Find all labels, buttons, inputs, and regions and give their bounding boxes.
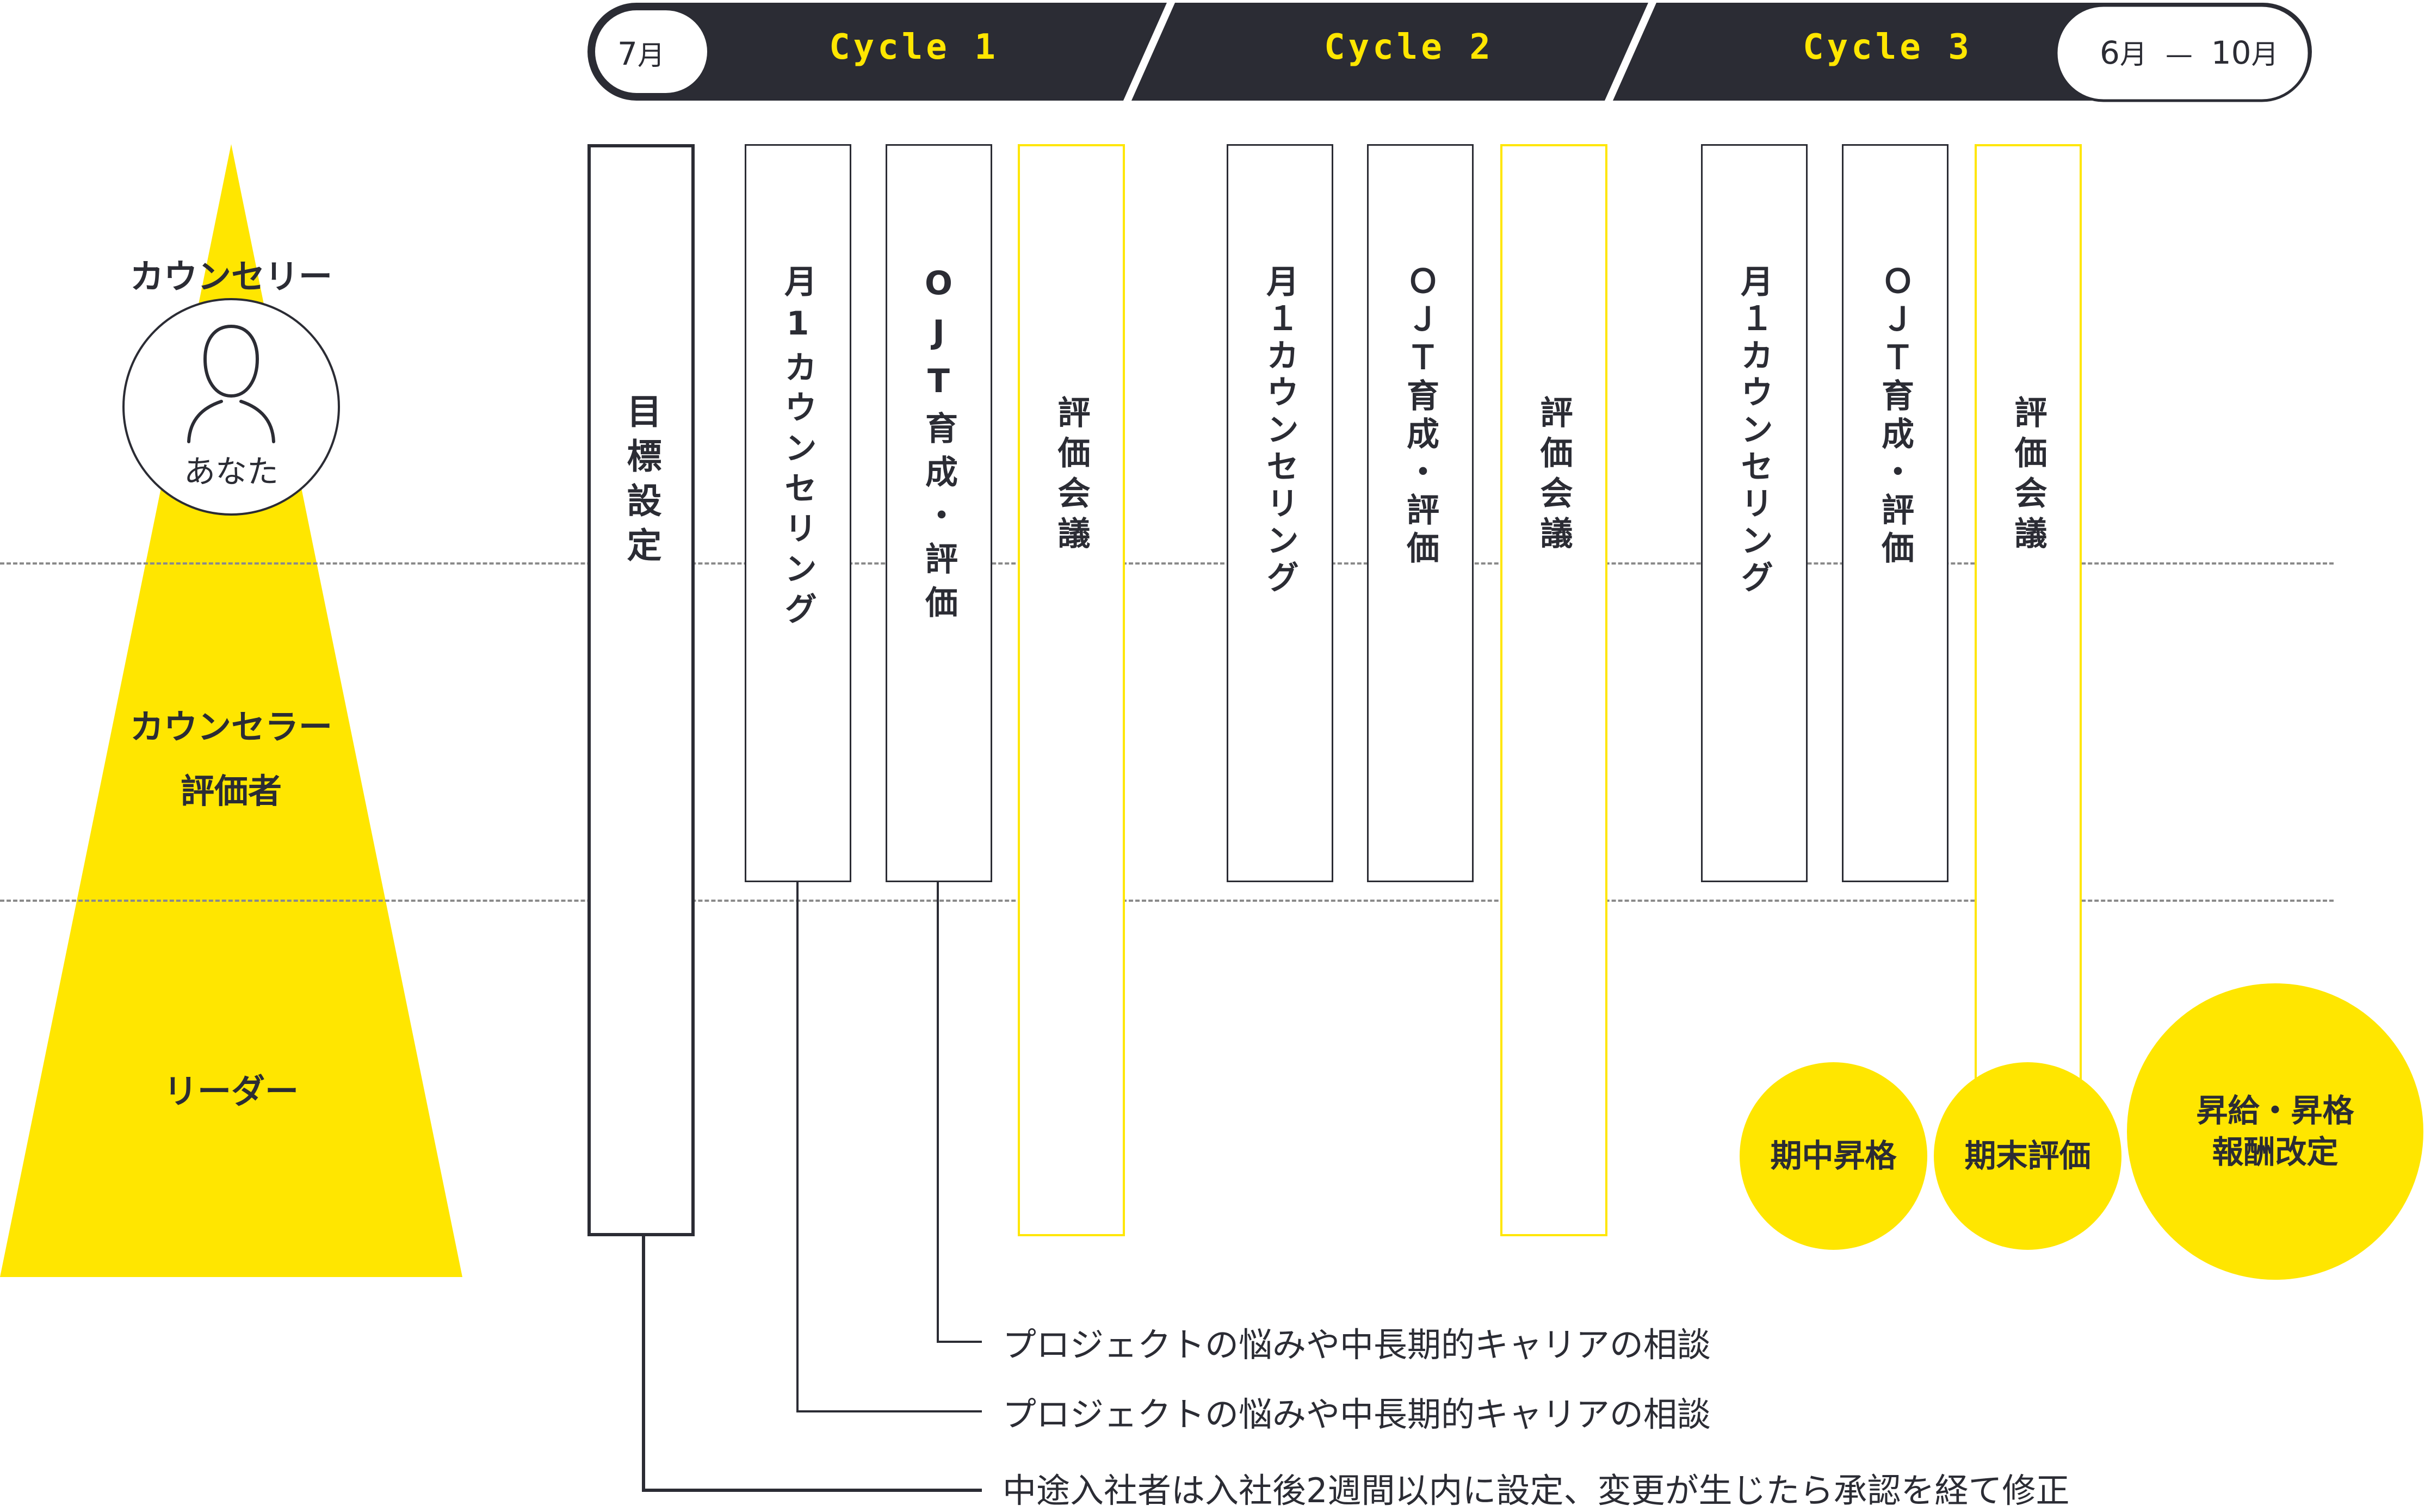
timeline-start-month: 7月 — [617, 34, 665, 73]
cycle-1-label: Cycle 1 — [829, 27, 999, 67]
cycle1-meeting-column: 評価会議 — [1018, 144, 1125, 1236]
cycle3-ojt-label: ＯＪＴ育成・評価 — [1876, 264, 1914, 569]
end-range-from: 6 — [2100, 34, 2120, 71]
timeline-dark-band — [587, 3, 2312, 101]
goal-setting-column: 目標設定 — [587, 144, 695, 1236]
pyramid-shape — [0, 144, 462, 1277]
start-month-unit: 月 — [637, 40, 665, 71]
role-counselee-label: カウンセリー — [129, 257, 332, 296]
end-range-to: 10 — [2211, 34, 2251, 71]
raise-promotion-line1: 昇給・昇格 — [2196, 1092, 2354, 1130]
cycle3-meeting-label: 評価会議 — [2009, 395, 2047, 556]
cycle-divider-1 — [1123, 3, 1175, 101]
cycle3-counseling-column: 月１カウンセリング — [1701, 144, 1808, 882]
raise-promotion-circle: 昇給・昇格 報酬改定 — [2127, 983, 2423, 1280]
counseling-note: プロジェクトの悩みや中長期的キャリアの相談 — [1003, 1395, 1711, 1434]
cycle-timeline-bar — [587, 3, 2312, 102]
cycle1-counseling-column: 月1カウンセリング — [745, 144, 851, 882]
end-range-dash: — — [2165, 39, 2193, 70]
timeline-end-pill — [2055, 4, 2311, 102]
cycle3-ojt-column: ＯＪＴ育成・評価 — [1842, 144, 1948, 882]
cycle2-ojt-label: ＯＪＴ育成・評価 — [1401, 264, 1439, 569]
ojt-note-connector — [937, 882, 982, 1343]
raise-promotion-line2: 報酬改定 — [2212, 1133, 2339, 1170]
final-evaluation-circle: 期末評価 — [1934, 1062, 2121, 1250]
cycle1-ojt-label: OJT育成・評価 — [919, 264, 958, 629]
row-separator-lower — [0, 900, 2334, 902]
role-leader-label: リーダー — [163, 1071, 299, 1111]
timeline-end-range: 6月 — 10月 — [2100, 33, 2279, 72]
cycle-divider-2 — [1605, 3, 1656, 101]
role-counselor-line1: カウンセラー — [129, 707, 332, 747]
avatar: あなた — [122, 298, 340, 516]
end-range-to-unit: 月 — [2251, 39, 2279, 70]
goal-note-connector — [642, 1236, 982, 1492]
cycle2-meeting-label: 評価会議 — [1535, 395, 1573, 556]
cycle-2-label: Cycle 2 — [1324, 27, 1494, 67]
ojt-note: プロジェクトの悩みや中長期的キャリアの相談 — [1003, 1325, 1711, 1365]
row-separator-upper — [0, 562, 2334, 565]
mid-term-promotion-circle: 期中昇格 — [1740, 1062, 1927, 1250]
avatar-you-label: あなた — [183, 453, 279, 490]
timeline-start-pill — [593, 8, 709, 95]
end-range-from-unit: 月 — [2119, 39, 2147, 70]
cycle1-ojt-column: OJT育成・評価 — [886, 144, 992, 882]
cycle2-meeting-column: 評価会議 — [1500, 144, 1607, 1236]
cycle1-counseling-label: 月1カウンセリング — [778, 264, 817, 632]
cycle1-meeting-label: 評価会議 — [1052, 395, 1090, 556]
role-pyramid — [0, 144, 462, 1277]
cycle2-counseling-label: 月１カウンセリング — [1260, 264, 1299, 597]
counseling-note-connector — [796, 882, 982, 1412]
person-icon — [187, 324, 275, 443]
cycle2-counseling-column: 月１カウンセリング — [1227, 144, 1333, 882]
role-counselor-line2: 評価者 — [180, 771, 282, 811]
goal-setting-label: 目標設定 — [621, 393, 661, 572]
role-counselor-label: カウンセラー 評価者 — [68, 695, 394, 823]
start-month-number: 7 — [617, 35, 638, 72]
cycle2-ojt-column: ＯＪＴ育成・評価 — [1367, 144, 1474, 882]
cycle3-counseling-label: 月１カウンセリング — [1735, 264, 1773, 597]
mid-term-promotion-label: 期中昇格 — [1770, 1137, 1897, 1175]
cycle3-meeting-column: 評価会議 — [1975, 144, 2082, 1090]
cycle-3-label: Cycle 3 — [1803, 27, 1972, 67]
final-evaluation-label: 期末評価 — [1964, 1137, 2091, 1175]
goal-note: 中途入社者は入社後2週間以内に設定、変更が生じたら承認を経て修正 — [1003, 1471, 2070, 1510]
